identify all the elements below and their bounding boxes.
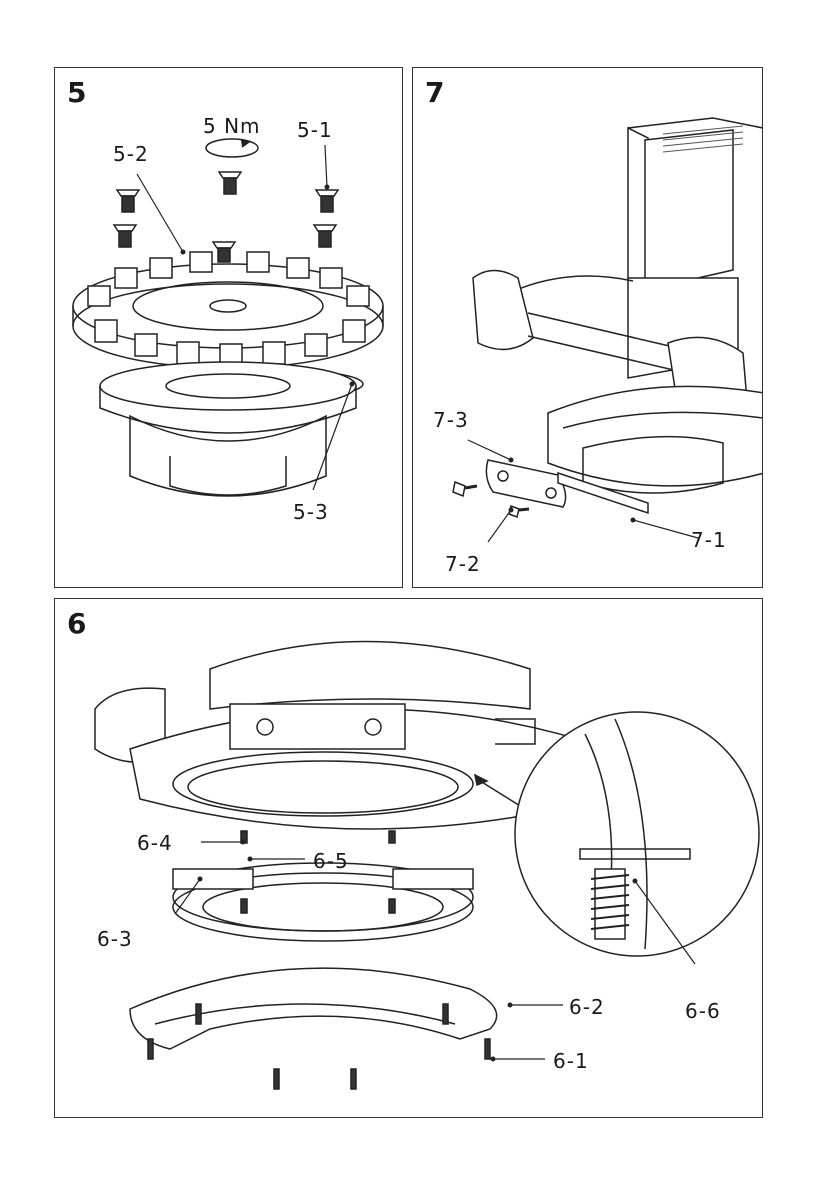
callout-5-3: 5-3 — [293, 500, 329, 524]
screw-icon — [213, 242, 235, 262]
screw-icon — [316, 190, 338, 212]
torque-value: 5 Nm — [203, 114, 261, 138]
tool-housing-illustration — [413, 68, 763, 588]
callout-7-1: 7-1 — [691, 528, 727, 552]
callout-5-2: 5-2 — [113, 142, 149, 166]
callout-6-6: 6-6 — [685, 999, 721, 1023]
exploded-brush-ring-illustration — [55, 599, 763, 1118]
screw-icon — [114, 225, 136, 247]
callout-7-2: 7-2 — [445, 552, 481, 576]
screw-icon — [117, 190, 139, 212]
callout-6-4: 6-4 — [137, 831, 173, 855]
callout-5-1: 5-1 — [297, 118, 333, 142]
callout-6-1: 6-1 — [553, 1049, 589, 1073]
screw-icon — [453, 482, 477, 496]
figure-panel-7: 7 — [412, 67, 763, 588]
callout-6-2: 6-2 — [569, 995, 605, 1019]
callout-6-5: 6-5 — [313, 849, 349, 873]
figure-panel-6: 6 — [54, 598, 763, 1118]
callout-6-3: 6-3 — [97, 927, 133, 951]
screw-icon — [314, 225, 336, 247]
figure-panel-5: 5 — [54, 67, 403, 588]
screw-icon — [219, 172, 241, 194]
callout-7-3: 7-3 — [433, 408, 469, 432]
exploded-drive-flange-illustration — [55, 68, 403, 588]
